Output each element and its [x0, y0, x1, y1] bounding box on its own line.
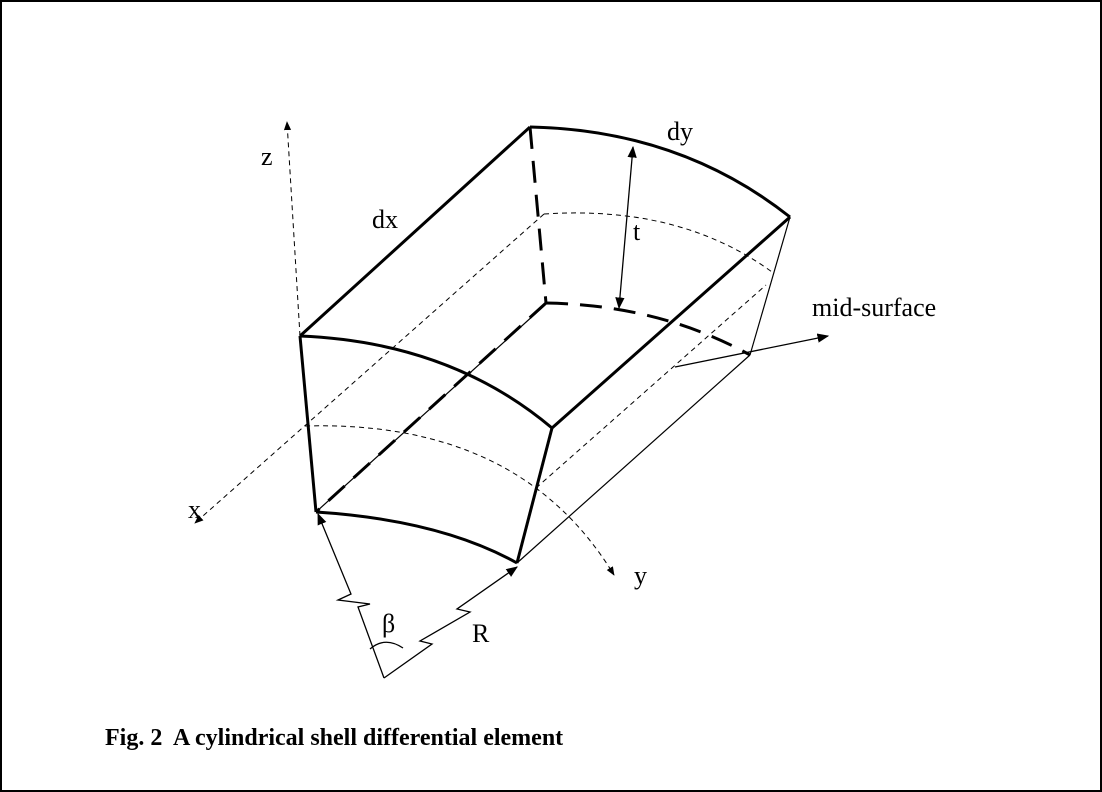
- mid-surface-label: mid-surface: [812, 293, 936, 322]
- z-axis-line: [283, 121, 301, 337]
- right-face-edge: [749, 216, 791, 356]
- radius-line-right: [383, 566, 518, 679]
- x-axis-line: [194, 213, 545, 524]
- dy-label: dy: [667, 117, 693, 146]
- hidden-bottom-back-arc: [545, 301, 751, 357]
- thickness-arrow: [615, 145, 637, 310]
- top-right-edge: [551, 215, 791, 430]
- hidden-bottom-left-edge: [314, 301, 548, 514]
- top-left-edge: [298, 125, 532, 338]
- hidden-back-vertical: [528, 126, 548, 304]
- thin-edges: [315, 216, 791, 564]
- y-axis-label: y: [634, 561, 647, 590]
- radius-lines: [317, 512, 518, 679]
- top-front-arc: [299, 334, 553, 430]
- hidden-edges: [314, 126, 751, 514]
- construction-lines: [194, 121, 773, 576]
- thickness-label: t: [633, 217, 641, 246]
- bottom-right-edge: [516, 354, 751, 564]
- solid-edges: [298, 125, 791, 565]
- radius-line-left: [317, 512, 385, 679]
- y-axis-arc: [304, 425, 615, 576]
- x-axis-label: x: [188, 495, 201, 524]
- front-left-vertical: [298, 335, 318, 513]
- bottom-front-arc: [315, 510, 518, 565]
- mid-surface-top-arc: [543, 212, 773, 273]
- front-right-vertical: [515, 427, 554, 564]
- angle-label: β: [382, 609, 395, 638]
- mid-surface-bottom-edge: [535, 284, 767, 489]
- figure-caption: Fig. 2 A cylindrical shell differential …: [105, 725, 563, 751]
- angle-arc: [369, 641, 404, 650]
- dx-label: dx: [372, 205, 398, 234]
- radius-label: R: [472, 619, 490, 648]
- z-axis-label: z: [261, 142, 273, 171]
- dimension-arrows: [615, 145, 830, 368]
- mid-surface-arrow: [674, 333, 830, 368]
- top-back-arc: [529, 125, 791, 219]
